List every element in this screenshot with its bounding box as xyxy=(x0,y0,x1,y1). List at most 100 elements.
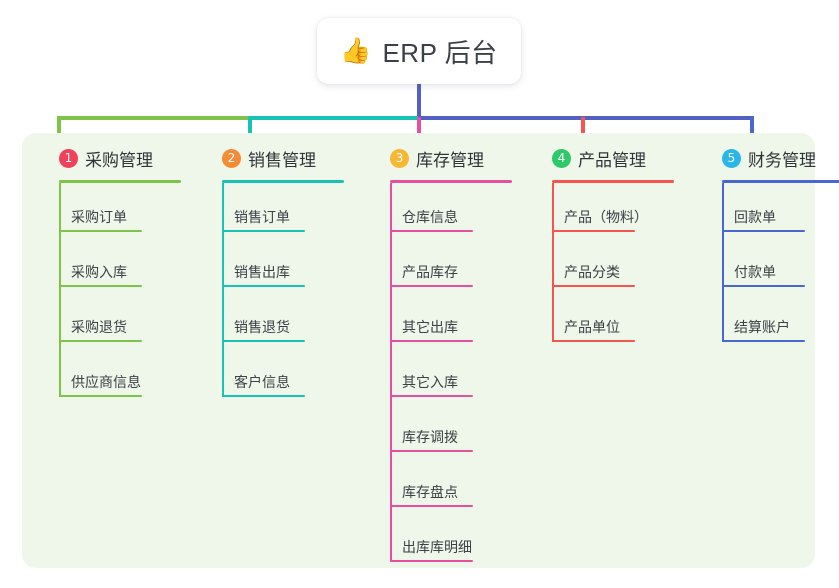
module-item-label: 产品单位 xyxy=(564,319,620,335)
module-badge-2: 2 xyxy=(222,148,241,168)
module-title-1: 采购管理 xyxy=(85,150,153,170)
module-item-underline xyxy=(722,230,805,232)
module-title-4: 产品管理 xyxy=(578,150,646,170)
module-header-2[interactable]: 2 销售管理 xyxy=(200,143,344,173)
branch-spine-4 xyxy=(552,183,554,342)
module-item-underline xyxy=(552,340,635,342)
module-item[interactable]: 采购入库 xyxy=(37,238,181,293)
module-title-5: 财务管理 xyxy=(748,150,816,170)
module-header-4[interactable]: 4 产品管理 xyxy=(530,143,674,173)
module-item-label: 产品分类 xyxy=(564,264,620,280)
branch-spine-5 xyxy=(722,183,724,342)
module-branch-1: 采购订单采购入库采购退货供应商信息 xyxy=(37,183,181,403)
module-item-underline xyxy=(552,230,635,232)
module-item-underline xyxy=(222,230,305,232)
module-item-label: 销售出库 xyxy=(234,264,290,280)
module-item[interactable]: 库存盘点 xyxy=(368,458,512,513)
branch-spine-2 xyxy=(222,183,224,397)
thumbs-up-emoji: 👍 xyxy=(340,36,372,65)
module-badge-4: 4 xyxy=(552,148,571,168)
module-item-underline xyxy=(390,395,473,397)
module-item-label: 库存调拨 xyxy=(402,429,458,445)
module-underline-1 xyxy=(59,180,181,183)
module-item-underline xyxy=(390,230,473,232)
module-branch-3: 仓库信息产品库存其它出库其它入库库存调拨库存盘点出库库明细 xyxy=(368,183,512,568)
module-item-label: 产品库存 xyxy=(402,264,458,280)
root-title: ERP 后台 xyxy=(382,37,498,68)
module-item[interactable]: 产品（物料） xyxy=(530,183,674,238)
module-item-label: 采购退货 xyxy=(71,319,127,335)
module-item-label: 仓库信息 xyxy=(402,209,458,225)
module-item-label: 付款单 xyxy=(734,264,776,280)
module-item[interactable]: 库存调拨 xyxy=(368,403,512,458)
module-title-3: 库存管理 xyxy=(416,150,484,170)
module-underline-3 xyxy=(390,180,512,183)
module-item-underline xyxy=(59,340,142,342)
module-item[interactable]: 其它出库 xyxy=(368,293,512,348)
module-column-2: 2 销售管理销售订单销售出库销售退货客户信息 xyxy=(200,143,344,403)
branch-spine-3 xyxy=(390,183,392,562)
module-branch-2: 销售订单销售出库销售退货客户信息 xyxy=(200,183,344,403)
module-item-label: 客户信息 xyxy=(234,374,290,390)
module-item[interactable]: 销售订单 xyxy=(200,183,344,238)
module-item-label: 结算账户 xyxy=(734,319,790,335)
module-item-underline xyxy=(222,285,305,287)
module-item-underline xyxy=(59,395,142,397)
module-item[interactable]: 采购订单 xyxy=(37,183,181,238)
module-item-underline xyxy=(552,285,635,287)
module-column-5: 5 财务管理回款单付款单结算账户 xyxy=(700,143,839,348)
module-item[interactable]: 产品分类 xyxy=(530,238,674,293)
module-underline-2 xyxy=(222,180,344,183)
root-node[interactable]: 👍 ERP 后台 xyxy=(317,18,521,84)
module-item-underline xyxy=(222,395,305,397)
module-underline-4 xyxy=(552,180,674,183)
module-item-underline xyxy=(59,230,142,232)
module-badge-1: 1 xyxy=(59,148,78,168)
module-item-label: 供应商信息 xyxy=(71,374,141,390)
module-item-underline xyxy=(390,450,473,452)
module-item-label: 采购订单 xyxy=(71,209,127,225)
module-column-1: 1 采购管理采购订单采购入库采购退货供应商信息 xyxy=(37,143,181,403)
module-item-label: 回款单 xyxy=(734,209,776,225)
module-item-underline xyxy=(722,285,805,287)
module-item[interactable]: 产品库存 xyxy=(368,238,512,293)
module-item-underline xyxy=(59,285,142,287)
module-item[interactable]: 供应商信息 xyxy=(37,348,181,403)
module-header-5[interactable]: 5 财务管理 xyxy=(700,143,839,173)
module-item-label: 销售退货 xyxy=(234,319,290,335)
module-item-underline xyxy=(390,285,473,287)
module-item[interactable]: 采购退货 xyxy=(37,293,181,348)
module-item[interactable]: 仓库信息 xyxy=(368,183,512,238)
module-branch-5: 回款单付款单结算账户 xyxy=(700,183,839,348)
module-branch-4: 产品（物料） 产品分类产品单位 xyxy=(530,183,674,348)
module-item-underline xyxy=(390,560,473,562)
module-item[interactable]: 付款单 xyxy=(700,238,839,293)
module-item[interactable]: 回款单 xyxy=(700,183,839,238)
module-item[interactable]: 出库库明细 xyxy=(368,513,512,568)
module-column-4: 4 产品管理产品（物料） 产品分类产品单位 xyxy=(530,143,674,348)
module-item[interactable]: 销售出库 xyxy=(200,238,344,293)
module-underline-5 xyxy=(722,180,839,183)
module-item-underline xyxy=(390,340,473,342)
module-item[interactable]: 销售退货 xyxy=(200,293,344,348)
module-item-underline xyxy=(222,340,305,342)
module-item-label: 采购入库 xyxy=(71,264,127,280)
branch-spine-1 xyxy=(59,183,61,397)
module-item[interactable]: 客户信息 xyxy=(200,348,344,403)
module-title-2: 销售管理 xyxy=(248,150,316,170)
module-badge-5: 5 xyxy=(722,148,741,168)
module-header-1[interactable]: 1 采购管理 xyxy=(37,143,181,173)
module-item[interactable]: 产品单位 xyxy=(530,293,674,348)
module-item-label: 其它出库 xyxy=(402,319,458,335)
module-item-label: 出库库明细 xyxy=(402,539,472,555)
module-item[interactable]: 其它入库 xyxy=(368,348,512,403)
module-item-label: 销售订单 xyxy=(234,209,290,225)
module-item-underline xyxy=(390,505,473,507)
modules-panel xyxy=(22,133,815,568)
module-item-label: 产品（物料） xyxy=(564,209,648,225)
module-item[interactable]: 结算账户 xyxy=(700,293,839,348)
module-item-label: 其它入库 xyxy=(402,374,458,390)
